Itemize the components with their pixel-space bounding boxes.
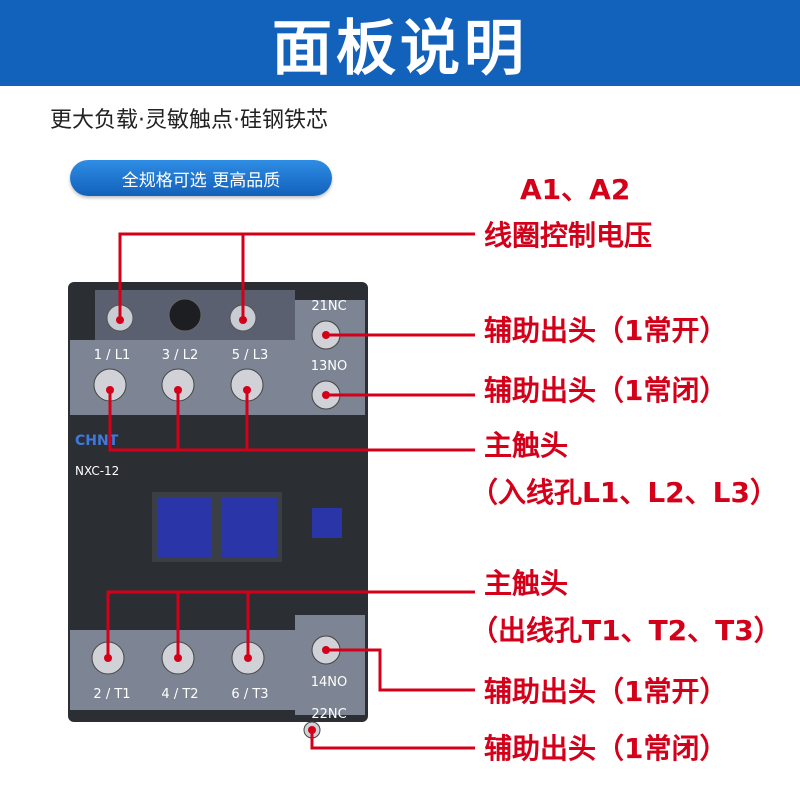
actuator-left-block [157,497,212,557]
terminal-label-t2: 4 / T2 [161,687,198,702]
aux-label-13no: 13NO [311,359,348,374]
indicator-window [312,508,342,538]
aux-label-21nc: 21NC [311,299,346,314]
callout-main-out-title: 主触头 [484,567,569,600]
tagline: 更大负载·灵敏触点·硅钢铁芯 [50,108,328,133]
leader-aux-no-bottom [326,648,475,692]
callout-main-in-desc: （入线孔L1、L2、L3） [470,476,778,509]
callout-coil-title: A1、A2 [520,173,631,206]
feature-badge: 全规格可选 更高品质 [70,160,332,196]
leader-dots [104,316,330,734]
model-label: NXC-12 [75,464,119,478]
leader-lines [106,232,475,750]
title-banner: 面板说明 [0,0,800,86]
page-title: 面板说明 [272,13,528,84]
terminal-label-t1: 2 / T1 [93,687,130,702]
aux-label-22nc: 22NC [311,707,346,722]
terminal-label-t3: 6 / T3 [231,687,268,702]
leader-coil-a1 [118,232,475,320]
bottom-aux-plate [295,615,365,715]
callout-coil-desc: 线圈控制电压 [484,219,653,252]
terminal-label-l3: 5 / L3 [232,348,268,363]
center-screw-icon [168,298,202,332]
aux-label-14no: 14NO [311,675,348,690]
callout-aux-nc-top: 辅助出头（1常闭） [484,374,728,407]
terminal-label-l1: 1 / L1 [94,348,130,363]
leader-main-out-t1 [106,590,475,658]
callout-aux-nc-bottom: 辅助出头（1常闭） [484,732,728,765]
leader-main-in-l1 [108,390,475,452]
callout-aux-no-top: 辅助出头（1常开） [484,314,728,347]
leader-aux-nc-bottom [310,730,475,750]
callout-main-out-desc: （出线孔T1、T2、T3） [470,614,782,647]
actuator-right-block [222,497,277,557]
brand-logo: CHNT [75,433,119,449]
callout-aux-no-bottom: 辅助出头（1常开） [484,675,728,708]
callout-main-in-title: 主触头 [484,429,569,462]
terminal-label-l2: 3 / L2 [162,348,198,363]
